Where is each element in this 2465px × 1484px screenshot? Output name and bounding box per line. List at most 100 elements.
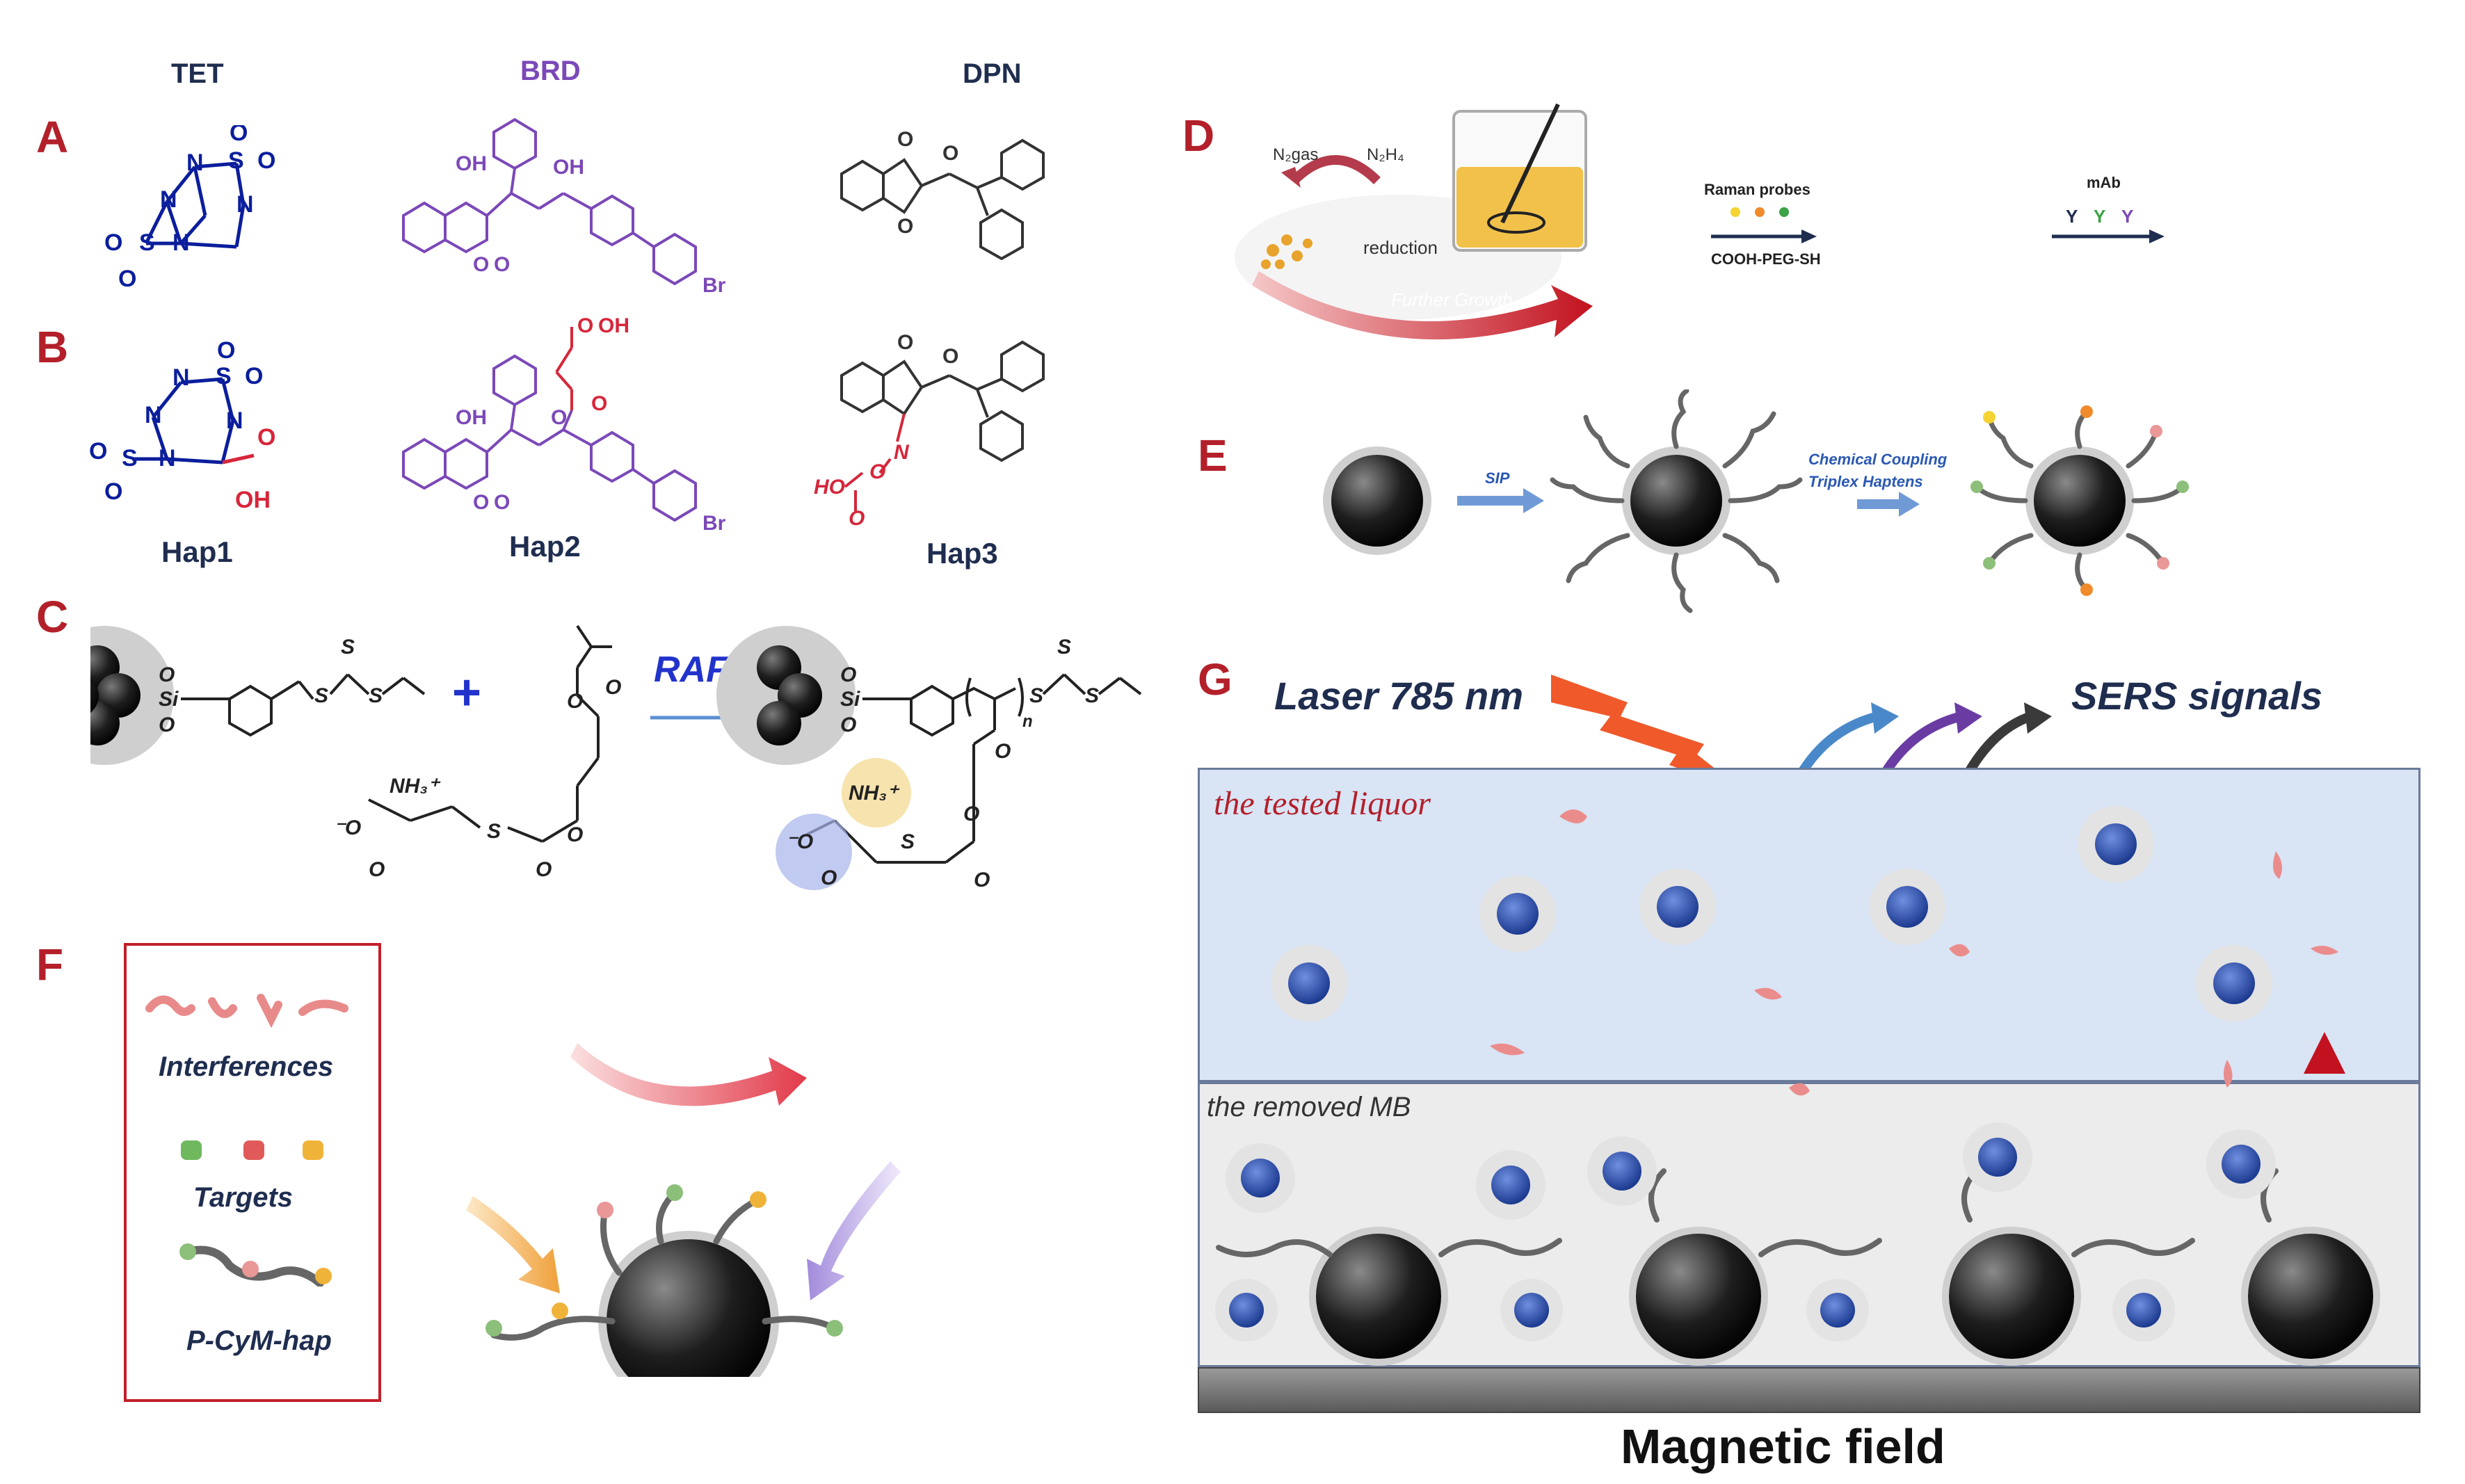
- label-hap2: Hap2: [509, 530, 581, 563]
- atom-nh3: NH₃⁺: [390, 775, 441, 798]
- molecule-tet: N S O O N N S O O N: [104, 125, 275, 292]
- atom-o: O: [840, 663, 856, 686]
- atom-s: S: [228, 147, 244, 174]
- legend-polymer-shape: [179, 1243, 332, 1287]
- panel-letter-f: F: [36, 939, 64, 990]
- atom-neg-o: ⁻O: [786, 830, 813, 853]
- label-hap3: Hap3: [926, 537, 998, 570]
- molecule-dpn: O O O: [840, 128, 1045, 261]
- atom-ho: HO: [814, 476, 845, 499]
- target-arrow: [466, 1196, 560, 1293]
- legend-targets: Targets: [193, 1182, 294, 1213]
- atom-o: O: [230, 125, 248, 146]
- molecule-hap3: O O N O HO O: [814, 331, 1045, 529]
- atom-o: O: [567, 690, 583, 713]
- atom-s: S: [122, 445, 138, 471]
- capture-dots: [485, 1184, 843, 1337]
- chem-coupling-label: Chemical Coupling: [1808, 451, 1948, 468]
- hapten-dots: [1970, 405, 2189, 596]
- atom-s: S: [341, 636, 355, 659]
- panel-letter-a: A: [36, 112, 69, 162]
- atom-o: O: [974, 869, 990, 892]
- atom-o: O: [942, 142, 958, 165]
- reduction-label: reduction: [1363, 237, 1438, 258]
- atom-o: O: [494, 491, 510, 514]
- atom-o: O: [245, 363, 263, 389]
- atom-s: S: [1029, 684, 1043, 707]
- triplex-haptens-label: Triplex Haptens: [1808, 473, 1923, 490]
- atom-o: O: [104, 229, 122, 256]
- legend-target-shapes: [181, 1140, 323, 1160]
- atom-o: O: [369, 858, 385, 881]
- atom-oh: OH: [235, 487, 271, 513]
- stir-rod: [1500, 103, 1560, 224]
- legend-interferences: Interferences: [159, 1051, 334, 1082]
- raman-probes-label: Raman probes: [1704, 181, 1810, 198]
- atom-s: S: [1057, 636, 1071, 659]
- panel-letter-b: B: [36, 322, 69, 372]
- sip-label: SIP: [1485, 469, 1510, 487]
- panel-e-sip: SIP Chemical Coupling Triplex Haptens: [1323, 389, 2189, 613]
- amine-highlight: [842, 758, 911, 828]
- atom-n: N: [172, 229, 190, 256]
- beaker-liquid: [1456, 167, 1583, 248]
- atom-n: N: [159, 445, 176, 471]
- atom-o: O: [869, 460, 885, 483]
- antibody-y: Y: [2121, 206, 2133, 227]
- atom-oh: OH: [456, 152, 487, 175]
- panel-c-reaction: O Si O S S S + O O O O S NH₃⁺ ⁻O O RAFT: [90, 624, 1142, 892]
- atom-o: O: [118, 266, 136, 292]
- mab-label: mAb: [2087, 174, 2121, 191]
- n2-gas-label: N₂gas: [1273, 145, 1318, 164]
- atom-n: N: [186, 150, 204, 176]
- header-tet: TET: [171, 58, 224, 89]
- atom-o: O: [494, 253, 510, 276]
- atom-o: O: [963, 803, 979, 825]
- legend-box: [124, 943, 381, 1402]
- magnetic-field-label: Magnetic field: [1621, 1419, 1945, 1474]
- atom-o: O: [849, 507, 865, 529]
- magnet-base: [1198, 1367, 2420, 1413]
- label-hap1: Hap1: [161, 535, 233, 568]
- atom-o: O: [257, 147, 275, 174]
- atom-s: S: [901, 830, 915, 853]
- bead-cluster: [757, 645, 822, 745]
- panel-letter-d: D: [1182, 111, 1215, 161]
- atom-s: S: [216, 363, 232, 389]
- atom-o: O: [577, 314, 593, 337]
- atom-o: O: [104, 478, 122, 505]
- panel-d-synthesis: Further Growth N₂gas N₂H₄ reduction Rama…: [1235, 103, 2165, 340]
- atom-oh: OH: [553, 156, 584, 179]
- laser-label: Laser 785 nm: [1274, 674, 1523, 718]
- atom-n: N: [236, 191, 254, 218]
- atom-si: Si: [159, 688, 179, 711]
- interference-shapes: [1490, 809, 2338, 1096]
- probe-arrow: [807, 1161, 901, 1300]
- laser-bolt: [1551, 675, 1746, 793]
- legend-interference-shapes: [145, 994, 348, 1029]
- bead-cluster: [90, 645, 140, 745]
- atom-o: O: [89, 438, 107, 465]
- removed-magnetic-beads: [1309, 1227, 2380, 1366]
- n2h4-label: N₂H₄: [1367, 145, 1404, 164]
- atom-oh: OH: [598, 314, 629, 337]
- atom-o: O: [995, 740, 1011, 763]
- carboxyl-highlight: [776, 814, 852, 890]
- atom-br: Br: [702, 274, 726, 297]
- atom-s: S: [1085, 684, 1099, 707]
- atom-o: O: [257, 424, 275, 451]
- molecule-hap1: N S O O N N S O O N O OH: [89, 341, 275, 513]
- atom-o: O: [942, 345, 958, 368]
- panel-letter-g: G: [1198, 654, 1232, 704]
- molecule-brd: OH OH O O Br: [402, 118, 726, 297]
- atom-o: O: [840, 713, 856, 736]
- atom-s: S: [487, 820, 501, 843]
- molecule-hap2: OH O O O Br O O OH: [402, 314, 726, 535]
- atom-o: O: [536, 858, 552, 881]
- plus-sign: +: [452, 665, 481, 720]
- atom-n: N: [226, 408, 243, 434]
- removed-mb-label: the removed MB: [1207, 1092, 1411, 1122]
- atom-o: O: [473, 491, 489, 514]
- atom-oh: OH: [456, 406, 487, 429]
- atom-o: O: [217, 341, 235, 364]
